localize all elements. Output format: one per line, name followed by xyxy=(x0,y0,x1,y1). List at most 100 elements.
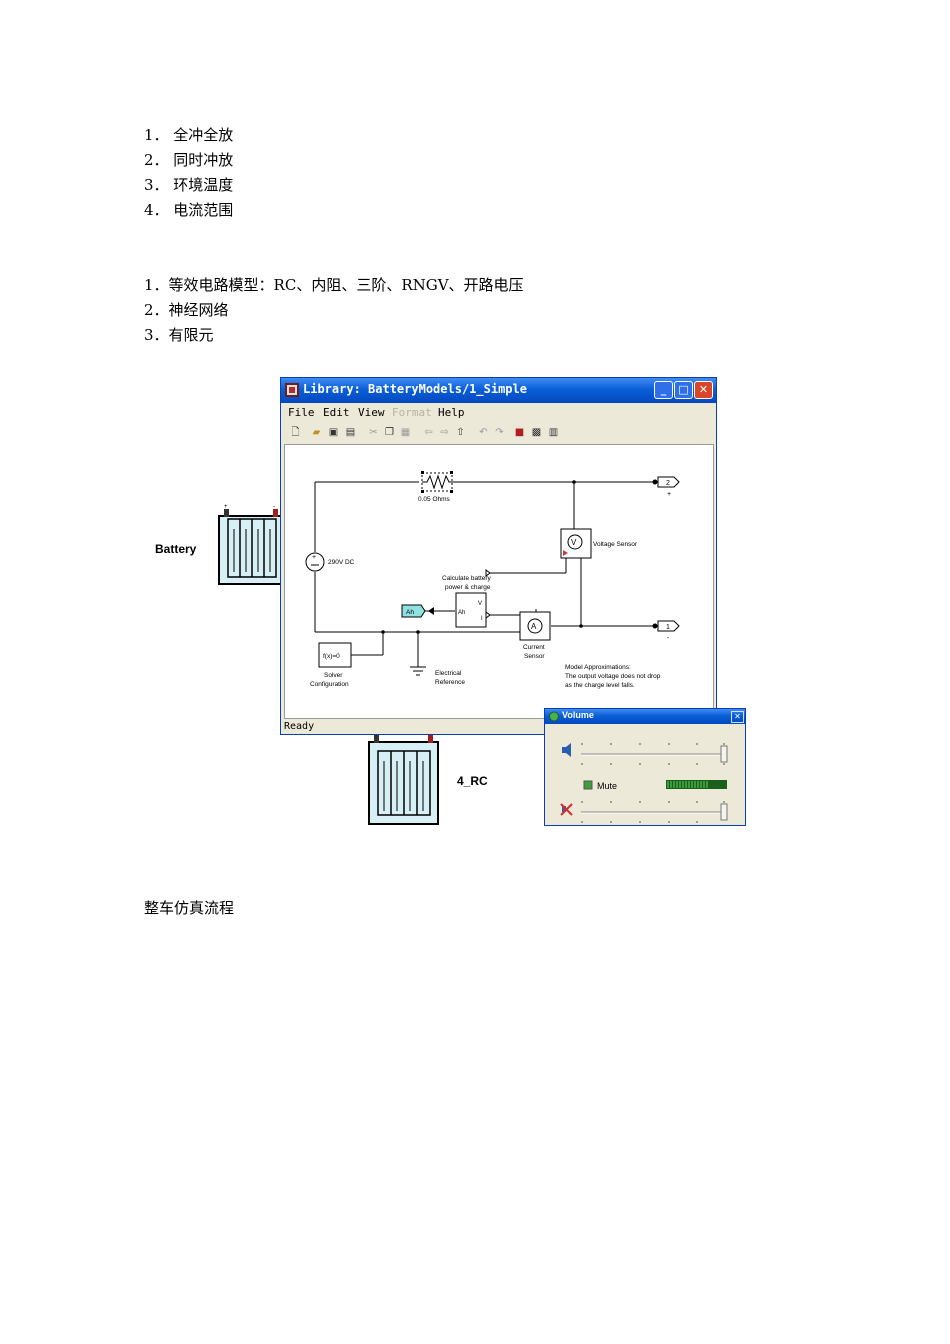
volume-title: Volume xyxy=(562,710,594,720)
status-bar: Ready xyxy=(284,721,315,732)
library-browser-icon[interactable]: ■ xyxy=(514,427,525,438)
menu-file[interactable]: File xyxy=(288,406,315,419)
save-icon[interactable]: ▣ xyxy=(328,427,339,438)
port-2-sign: + xyxy=(667,491,671,498)
muted-speaker-icon[interactable] xyxy=(560,803,573,816)
new-file-icon[interactable]: 🗋 xyxy=(291,427,300,438)
speaker-icon[interactable] xyxy=(562,743,571,757)
svg-text:-: - xyxy=(273,504,275,510)
calc-block-title: power & charge xyxy=(445,584,491,591)
mute-label: Mute xyxy=(597,781,618,791)
simulink-window: Library: BatteryModels/1_Simple _ □ ✕ Fi… xyxy=(280,377,717,735)
battery-rc-label: 4_RC xyxy=(457,774,488,788)
list-item: 1．等效电路模型：RC、内阻、三阶、RNGV、开路电压 xyxy=(144,276,524,294)
model-note: The output voltage does not drop xyxy=(565,673,661,680)
mute-checkbox[interactable] xyxy=(583,780,593,790)
battery-terminals: +- xyxy=(224,504,278,517)
current-sensor-block[interactable]: A xyxy=(519,611,551,641)
balance-slider[interactable] xyxy=(581,801,728,823)
goto-ah-block[interactable] xyxy=(401,604,434,618)
port-2-number: 2 xyxy=(666,480,670,487)
calc-battery-block[interactable] xyxy=(455,569,491,628)
level-meter xyxy=(666,780,727,789)
dc-source-label: 290V DC xyxy=(328,559,355,566)
print-icon[interactable]: ▤ xyxy=(345,427,356,438)
solver-block-text: f(x)=0 xyxy=(323,653,340,660)
voltage-sensor-block[interactable]: V xyxy=(560,528,592,559)
window-title: Library: BatteryModels/1_Simple xyxy=(303,382,527,396)
minimize-button[interactable]: _ xyxy=(654,381,673,399)
volume-app-icon xyxy=(549,711,559,722)
model-canvas[interactable]: 0.05 Ohms + 290V DC V Voltage Sensor Cal… xyxy=(284,444,714,719)
close-button[interactable]: ✕ xyxy=(694,381,713,399)
ground-label: Electrical xyxy=(435,670,462,677)
charge-list: 1． 全冲全放 2． 同时冲放 3． 环境温度 4． 电流范围 xyxy=(144,123,233,223)
current-sensor-label: Sensor xyxy=(524,653,545,660)
forward-icon[interactable]: ⇨ xyxy=(440,427,449,438)
list-item: 3． 环境温度 xyxy=(144,176,234,194)
battery-rc-block[interactable] xyxy=(368,741,439,825)
open-folder-icon[interactable]: ▰ xyxy=(312,427,321,438)
volume-window: Volume ✕ xyxy=(544,708,746,826)
battery-block[interactable] xyxy=(218,515,282,585)
section-heading: 整车仿真流程 xyxy=(144,899,235,917)
volume-close-button[interactable]: ✕ xyxy=(731,711,744,723)
electrical-reference-block[interactable] xyxy=(410,666,426,676)
solver-config-block[interactable] xyxy=(318,642,352,668)
model-explorer-icon[interactable]: ▩ xyxy=(531,427,542,438)
menu-view[interactable]: View xyxy=(358,406,385,419)
port-1-sign: - xyxy=(667,635,670,642)
calc-block-title: Calculate battery xyxy=(442,575,492,582)
output-port-1[interactable] xyxy=(657,620,680,632)
menu-bar: File Edit View Format Help xyxy=(281,403,716,421)
redo-icon[interactable]: ↷ xyxy=(495,427,504,438)
paste-icon[interactable]: ▦ xyxy=(400,427,411,438)
current-sensor-label: Current xyxy=(523,644,545,651)
dc-source-block[interactable]: + xyxy=(305,552,325,572)
list-item: 2． 同时冲放 xyxy=(144,151,234,169)
volume-controls xyxy=(560,743,728,823)
maximize-button[interactable]: □ xyxy=(674,381,693,399)
model-note: Model Approximations: xyxy=(565,664,631,671)
cut-icon[interactable]: ✂ xyxy=(369,427,378,438)
simulink-app-icon xyxy=(285,383,299,397)
battery-terminals xyxy=(374,735,433,743)
svg-text:+: + xyxy=(224,504,228,510)
output-port-2[interactable] xyxy=(657,476,680,488)
ground-label: Reference xyxy=(435,679,465,686)
menu-format[interactable]: Format xyxy=(392,406,432,419)
calc-port-i: I xyxy=(481,616,483,622)
title-bar[interactable]: Library: BatteryModels/1_Simple _ □ ✕ xyxy=(281,378,716,403)
debug-icon[interactable]: ▥ xyxy=(548,427,559,438)
toolbar: 🗋 ▰ ▣ ▤ ✂ ❐ ▦ ⇦ ⇨ ⇧ ↶ ↷ ■ ▩ ▥ xyxy=(281,422,716,444)
copy-icon[interactable]: ❐ xyxy=(385,427,394,438)
back-icon[interactable]: ⇦ xyxy=(424,427,433,438)
voltage-sensor-label: Voltage Sensor xyxy=(593,541,638,548)
volume-title-bar[interactable]: Volume ✕ xyxy=(545,709,745,724)
port-1-number: 1 xyxy=(666,624,670,631)
solver-label: Solver xyxy=(324,672,343,679)
model-list: 1．等效电路模型：RC、内阻、三阶、RNGV、开路电压 2．神经网络 3．有限元 xyxy=(144,273,524,348)
menu-help[interactable]: Help xyxy=(438,406,465,419)
battery-icon xyxy=(220,517,280,583)
resistor-block[interactable] xyxy=(421,471,455,493)
battery-icon xyxy=(370,743,437,823)
voltage-sensor-symbol: V xyxy=(571,538,577,547)
resistor-label: 0.05 Ohms xyxy=(418,496,451,503)
current-sensor-symbol: A xyxy=(531,622,537,631)
model-note: as the charge level falls. xyxy=(565,682,635,689)
list-item: 4． 电流范围 xyxy=(144,201,234,219)
volume-slider[interactable] xyxy=(581,743,728,765)
circuit-diagram: 0.05 Ohms + 290V DC V Voltage Sensor Cal… xyxy=(305,471,680,689)
solver-label: Configuration xyxy=(310,681,349,688)
undo-icon[interactable]: ↶ xyxy=(479,427,488,438)
calc-port-ah: Ah xyxy=(458,610,465,616)
list-item: 2．神经网络 xyxy=(144,301,229,319)
calc-port-v: V xyxy=(478,601,482,607)
menu-edit[interactable]: Edit xyxy=(323,406,350,419)
list-item: 3．有限元 xyxy=(144,326,214,344)
list-item: 1． 全冲全放 xyxy=(144,126,234,144)
up-icon[interactable]: ⇧ xyxy=(456,427,465,438)
battery-label: Battery xyxy=(155,542,197,556)
goto-ah-label: Ah xyxy=(406,609,414,616)
